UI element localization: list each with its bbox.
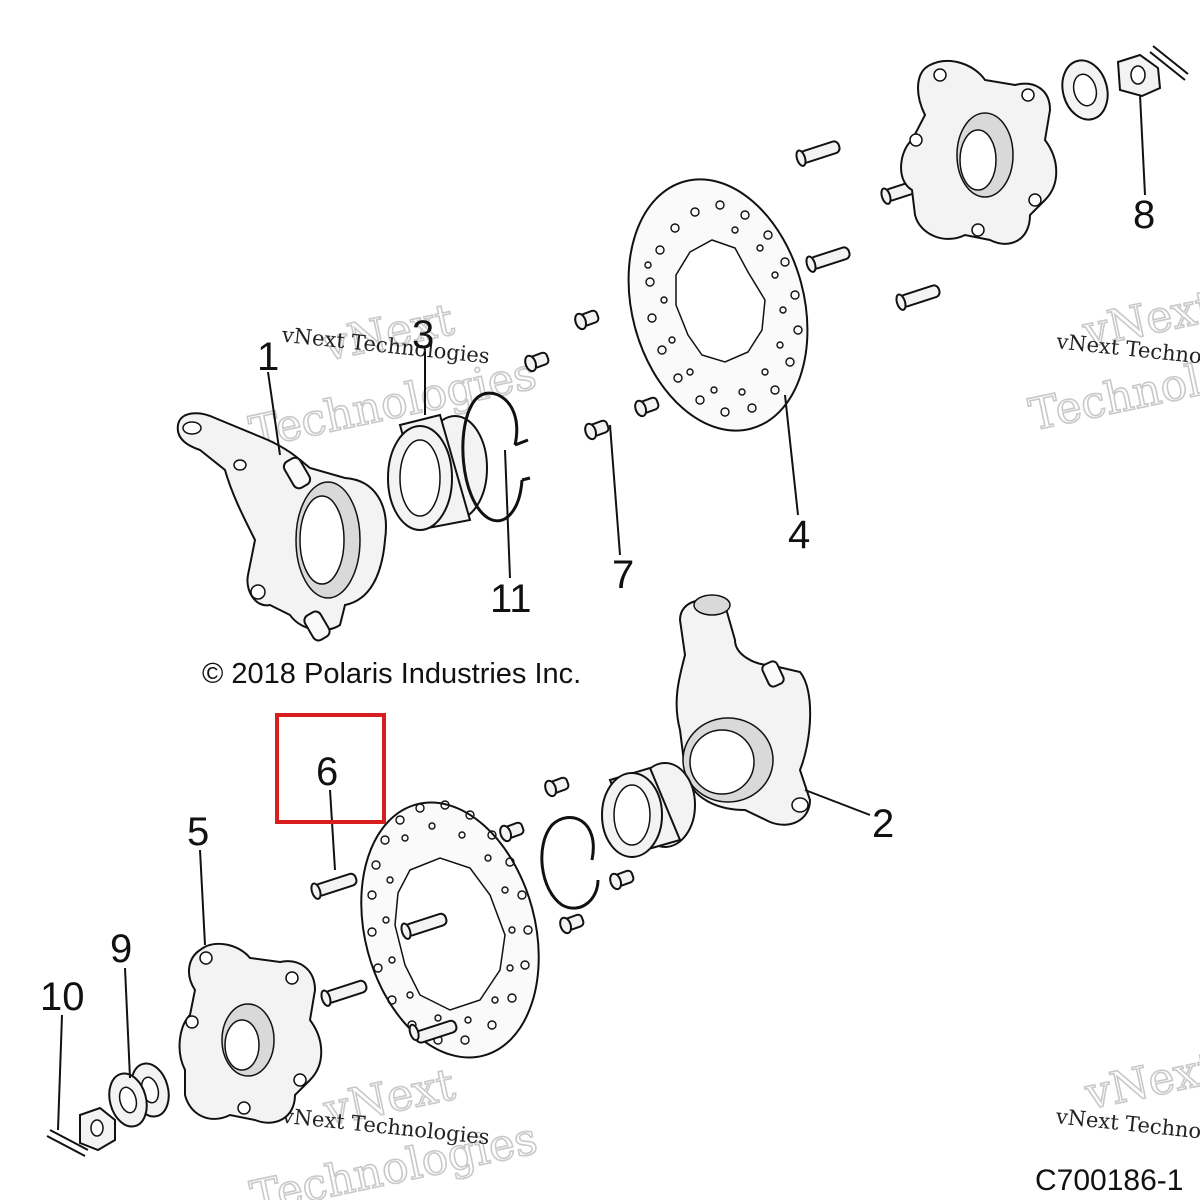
lower-castle-nut (79, 1106, 116, 1152)
part-4-brake-disc (627, 178, 809, 432)
upper-cotter-pin (1149, 45, 1189, 81)
part-8-castle-nut (1116, 53, 1162, 98)
callout-2: 2 (872, 802, 894, 846)
leader-10 (57, 1014, 63, 1131)
leader-7 (609, 424, 621, 556)
callout-6: 6 (316, 750, 338, 794)
upper-wheel-hub (900, 60, 1058, 245)
leader-6 (329, 789, 336, 871)
callout-6-highlight-box (275, 713, 386, 824)
watermark-partial-big-line-2: Technol (1025, 355, 1200, 441)
lower-bolts (499, 776, 635, 935)
part-3-bearing (387, 413, 488, 531)
callout-8: 8 (1133, 193, 1155, 237)
disc-4-holes (644, 200, 803, 417)
leader-1 (267, 371, 281, 456)
leader-8 (1139, 94, 1146, 196)
part-9-washer (108, 1062, 170, 1128)
leader-4 (784, 394, 799, 516)
part-6-studs (310, 872, 458, 1044)
upper-washer (1061, 59, 1109, 121)
leader-lines (57, 94, 1146, 1131)
part-5-wheel-hub (178, 942, 323, 1124)
leader-9 (124, 967, 131, 1079)
lower-disc-holes (367, 800, 533, 1045)
callout-11: 11 (490, 577, 532, 621)
lower-bearing (601, 762, 696, 858)
callout-4: 4 (788, 513, 810, 557)
watermark-big-line-2: Technologies (245, 348, 540, 458)
part-2-knuckle (675, 594, 812, 826)
leader-2 (804, 789, 871, 816)
callout-7: 7 (612, 553, 634, 597)
callout-1: 1 (257, 335, 279, 379)
callout-3: 3 (412, 313, 434, 357)
callout-9: 9 (110, 927, 132, 971)
part-1-knuckle (176, 412, 387, 642)
leader-11 (504, 449, 511, 579)
leader-5 (199, 849, 206, 946)
callout-10: 10 (40, 975, 85, 1019)
lower-snap-ring (540, 816, 600, 910)
figure-code: C700186-1 (1035, 1164, 1183, 1197)
part-7-bolts (524, 309, 660, 441)
copyright-notice: © 2018 Polaris Industries Inc. (202, 658, 581, 690)
part-10-cotter-pin (46, 1129, 89, 1157)
lower-brake-disc (360, 800, 540, 1059)
callout-5: 5 (187, 810, 209, 854)
